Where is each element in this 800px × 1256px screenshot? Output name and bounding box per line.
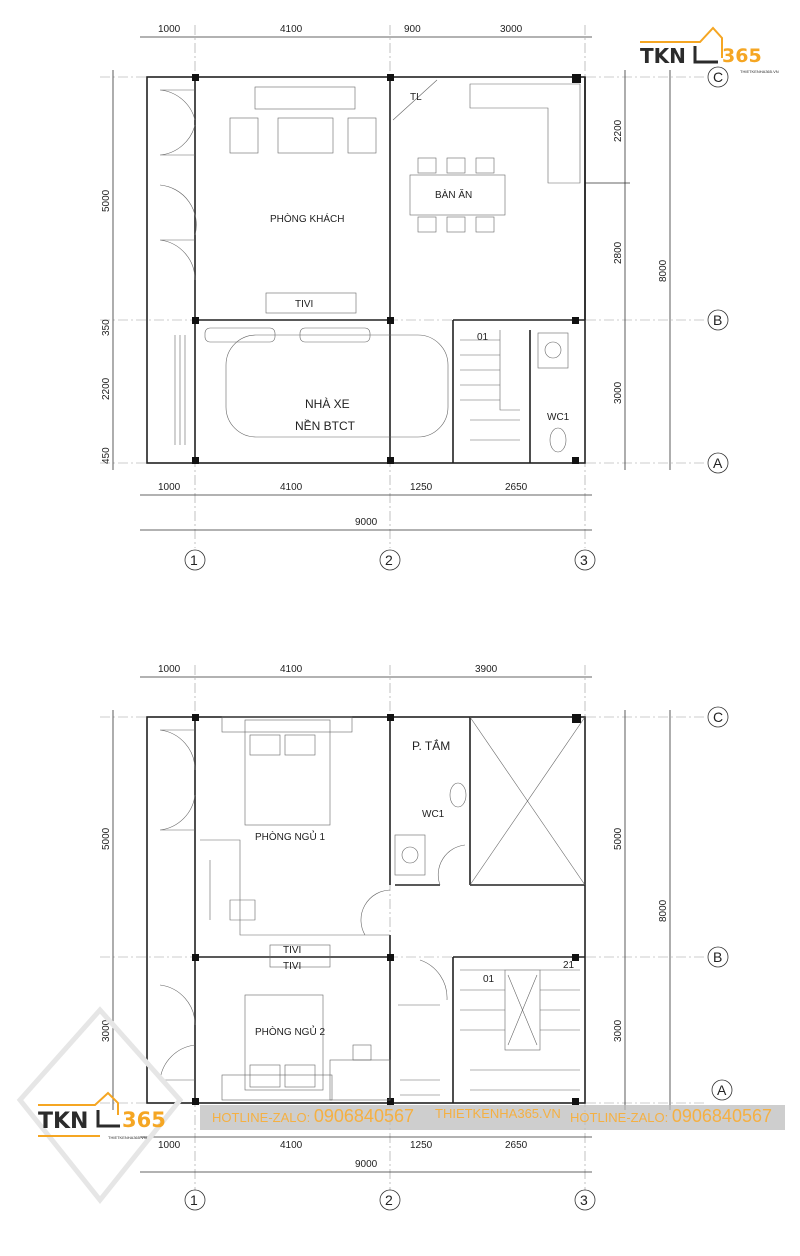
axis-label: A [713, 455, 723, 471]
dim-bottom: 1250 [410, 1140, 433, 1151]
dim-top: 3900 [475, 664, 498, 675]
axis-label: C [713, 69, 723, 85]
columns [192, 74, 581, 464]
hotline-watermark: HOTLINE-ZALO: 0906840567 [570, 1106, 772, 1127]
dim-left: 5000 [101, 827, 112, 850]
dim-bottom: 1000 [158, 482, 181, 493]
hotline-number: 0906840567 [313, 1106, 414, 1126]
dim-left: 2200 [101, 377, 112, 400]
axis-label: 1 [190, 1192, 198, 1208]
stair-end-label: 21 [563, 960, 575, 971]
dim-top: 900 [404, 24, 421, 35]
axis-label: 3 [580, 552, 588, 568]
upper-floor-plan: 1000 4100 3900 1000 4100 1250 2650 9000 … [100, 664, 733, 1211]
room-label-bath: P. TẮM [412, 738, 450, 753]
brand-logo: TKN 365 THIETKENHA365.VN [640, 26, 779, 74]
room-label-wc: WC1 [422, 809, 445, 820]
void-skylight [469, 716, 586, 886]
axis-label: 1 [190, 552, 198, 568]
watermark-banner [200, 1105, 785, 1130]
stair-start-label: 01 [477, 332, 489, 343]
hotline-label: HOTLINE-ZALO: [212, 1110, 311, 1125]
wc-fixtures [537, 332, 569, 453]
dim-top: 1000 [158, 664, 181, 675]
room-label-bedroom-1: PHÒNG NGỦ 1 [255, 830, 325, 843]
room-label-dining: BÀN ĂN [435, 188, 472, 201]
axis-label: 2 [385, 1192, 393, 1208]
room-label-garage-floor: NỀN BTCT [295, 418, 356, 433]
dining-furniture [392, 79, 581, 233]
dim-left: 5000 [101, 189, 112, 212]
facade-doors [159, 89, 197, 445]
dim-top: 4100 [280, 24, 303, 35]
dim-total-depth: 8000 [658, 899, 669, 922]
logo-site-text: THIETKENHA365.VN [108, 1135, 147, 1140]
dim-top: 4100 [280, 664, 303, 675]
hotline-label: HOTLINE-ZALO: [570, 1110, 669, 1125]
room-label-living: PHÒNG KHÁCH [270, 212, 344, 225]
axis-label: A [717, 1082, 727, 1098]
bedroom-furniture [200, 716, 440, 1101]
columns [192, 714, 581, 1105]
room-label-bedroom-2: PHÒNG NGỦ 2 [255, 1025, 325, 1038]
axis-markers: 1 2 3 C B A [184, 706, 733, 1211]
hotline-watermark: HOTLINE-ZALO: 0906840567 [212, 1106, 414, 1127]
room-label-wc: WC1 [547, 412, 570, 423]
logo-brand-text: TKN [38, 1109, 88, 1134]
logo-site-text: THIETKENHA365.VN [740, 69, 779, 74]
bath-fixtures [360, 782, 467, 1001]
axis-label: C [713, 709, 723, 725]
garage-vehicles [204, 327, 449, 438]
stair [460, 969, 580, 1091]
dim-left: 350 [101, 319, 112, 336]
dim-right: 3000 [613, 1019, 624, 1042]
hotline-number: 0906840567 [671, 1106, 772, 1126]
dim-bottom: 4100 [280, 482, 303, 493]
dim-right: 3000 [613, 381, 624, 404]
axis-markers: 1 2 3 C B A [184, 66, 729, 571]
stair-start-label: 01 [483, 974, 495, 985]
logo-brand-text: TKN [640, 44, 686, 68]
room-label-tv: TIVI [295, 299, 313, 310]
dim-right: 2800 [613, 241, 624, 264]
room-label-garage: NHÀ XE [305, 396, 350, 411]
dim-right: 2200 [613, 119, 624, 142]
room-label-fridge: TL [410, 92, 422, 103]
dim-bottom: 1000 [158, 1140, 181, 1151]
dim-left: 450 [101, 447, 112, 464]
axis-label: B [713, 312, 722, 328]
stair [460, 330, 520, 441]
dim-bottom: 1250 [410, 482, 433, 493]
logo-number-text: 365 [722, 45, 762, 67]
dim-left: 3000 [101, 1019, 112, 1042]
room-label-tv-2: TIVI [283, 961, 301, 972]
website-watermark: THIETKENHA365.VN [435, 1106, 561, 1121]
dim-top: 3000 [500, 24, 523, 35]
logo-number-text: 365 [122, 1108, 166, 1132]
dim-total-width: 9000 [355, 517, 378, 528]
dim-right: 5000 [613, 827, 624, 850]
living-furniture [229, 86, 377, 314]
dim-top: 1000 [158, 24, 181, 35]
dim-bottom: 2650 [505, 1140, 528, 1151]
dim-total-depth: 8000 [658, 259, 669, 282]
axis-label: B [713, 949, 722, 965]
dim-bottom: 4100 [280, 1140, 303, 1151]
dim-bottom: 2650 [505, 482, 528, 493]
axis-label: 2 [385, 552, 393, 568]
axis-label: 3 [580, 1192, 588, 1208]
dim-total-width: 9000 [355, 1159, 378, 1170]
facade-doors [159, 729, 196, 1081]
room-label-tv-1: TIVI [283, 945, 301, 956]
ground-floor-plan: 1000 4100 900 3000 1000 4100 1250 2650 9… [100, 24, 729, 571]
watermark-logo: TKN 365 THIETKENHA365.VN [16, 1006, 184, 1205]
